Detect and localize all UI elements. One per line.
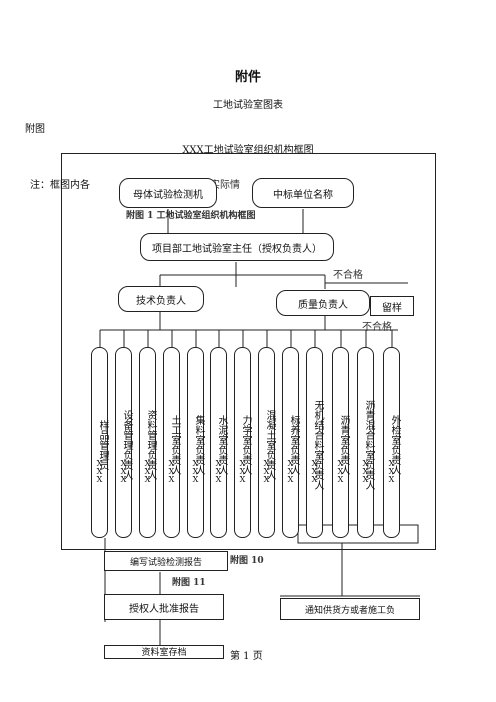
- role-column: 沥青室负责人: [332, 347, 349, 538]
- technical-lead-box: 技术负责人: [118, 286, 204, 312]
- role-column: 土工室负责人: [163, 347, 180, 538]
- parent-institution-box: 母体试验检测机: [119, 178, 217, 208]
- role-column: 水泥室负责人: [210, 347, 227, 538]
- page-subtitle: 工地试验室图表: [213, 100, 283, 111]
- role-column: 集料室负责人: [187, 347, 204, 538]
- chart-title: XXX工地试验室组织机构框图: [182, 145, 314, 156]
- quality-lead-box: 质量负责人: [276, 290, 370, 316]
- ghost-fig11-label: 附图 11: [172, 578, 206, 588]
- page-number: 第 1 页: [230, 651, 263, 662]
- sample-keep-box: 留样: [370, 296, 414, 316]
- role-column: 资料管理负责人: [139, 347, 156, 538]
- role-column: 样品管理员: [91, 347, 108, 538]
- notify-supplier-box: 通知供货方或者施工负: [280, 598, 420, 620]
- role-column: 标养室负责人: [282, 347, 299, 538]
- role-column: 外检室负责人: [383, 347, 400, 538]
- bid-unit-box: 中标单位名称: [252, 178, 354, 208]
- archive-box: 资料室存档: [104, 645, 224, 659]
- chart-note: 注：框图内各: [30, 180, 90, 191]
- ghost-fig10-label: 附图 10: [230, 556, 264, 566]
- chart-note-tail: 实际情: [210, 180, 240, 191]
- role-column: 沥青混合料室负责人: [357, 347, 374, 538]
- fail-label-1: 不合格: [333, 270, 363, 281]
- role-column: 设备管理负责人: [115, 347, 132, 538]
- role-column: 混凝土室负责人: [258, 347, 275, 538]
- page-title: 附件: [234, 70, 261, 85]
- role-column: 无机结合料室负责人: [306, 347, 323, 538]
- approve-report-box: 授权人批准报告: [104, 594, 224, 620]
- figure-label: 附图: [25, 124, 45, 135]
- ghost-fig1-label: 附图 1 工地试验室组织机构框图: [126, 211, 256, 221]
- lab-director-box: 项目部工地试验室主任（授权负责人）: [140, 233, 334, 261]
- fail-label-2: 不合格: [362, 322, 392, 333]
- org-chart-frame: [61, 153, 436, 550]
- write-report-box: 编写试验检测报告: [104, 551, 228, 571]
- role-column: 力学室负责人: [234, 347, 251, 538]
